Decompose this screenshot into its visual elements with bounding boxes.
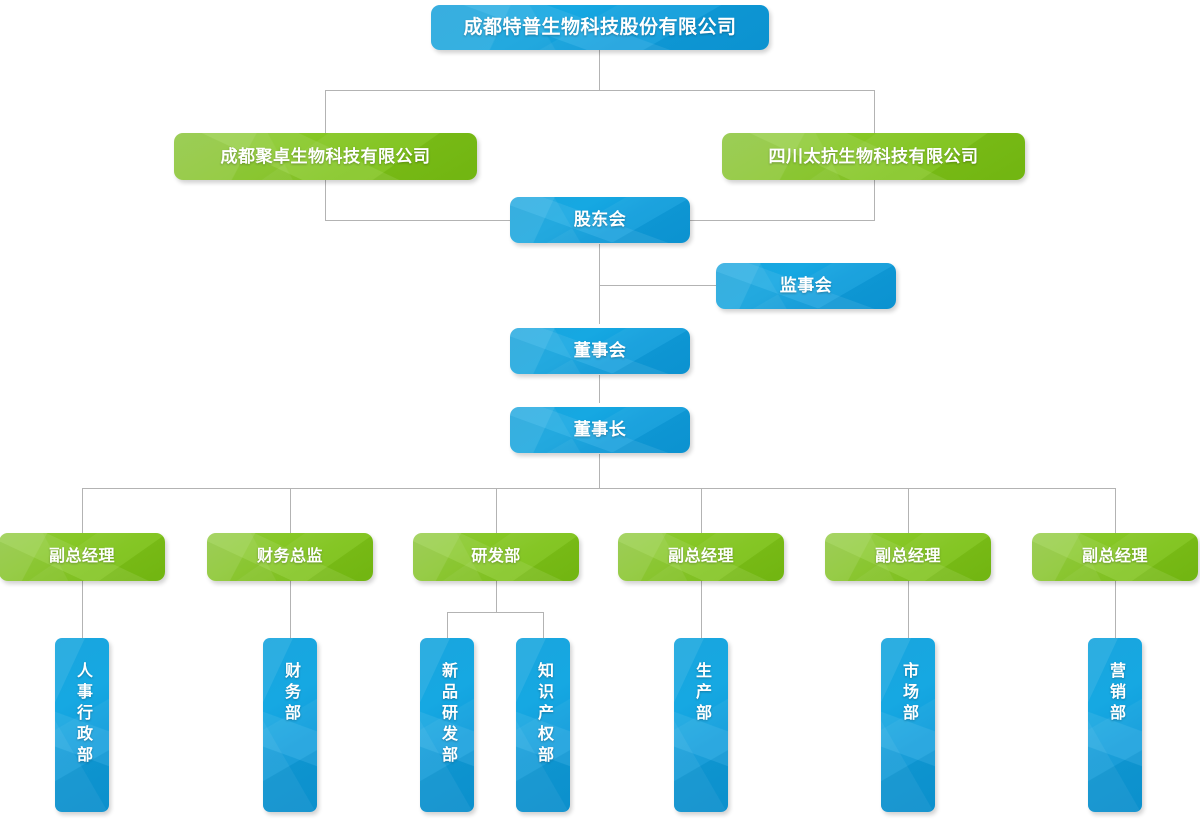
node-label: 营销部 bbox=[1107, 662, 1124, 725]
node-label: 副总经理 bbox=[1081, 548, 1148, 565]
node-label: 副总经理 bbox=[874, 548, 941, 565]
node-department-finance[interactable]: 财务部 bbox=[263, 638, 317, 812]
node-label: 副总经理 bbox=[667, 548, 734, 565]
node-label: 市场部 bbox=[900, 662, 917, 725]
connector-exec-drop-0 bbox=[82, 488, 83, 533]
node-department-production[interactable]: 生产部 bbox=[674, 638, 728, 812]
node-board-of-directors[interactable]: 董事会 bbox=[510, 328, 690, 374]
node-executive-deputy-gm-4[interactable]: 副总经理 bbox=[1032, 533, 1198, 581]
node-board-of-supervisors[interactable]: 监事会 bbox=[716, 263, 896, 309]
connector-exec-drop-4 bbox=[908, 488, 909, 533]
connector-board-chairman bbox=[599, 375, 600, 403]
connector-exec-drop-1 bbox=[290, 488, 291, 533]
connector-root-down bbox=[599, 50, 600, 90]
node-label: 人事行政部 bbox=[74, 662, 91, 767]
node-label: 知识产权部 bbox=[535, 662, 552, 767]
connector-chairman-down bbox=[599, 454, 600, 488]
connector-dept-drop-market bbox=[908, 581, 909, 638]
node-executive-deputy-gm-1[interactable]: 副总经理 bbox=[0, 533, 165, 581]
node-department-new-product-rd[interactable]: 新品研发部 bbox=[420, 638, 474, 812]
connector-subsidiary-bus bbox=[325, 90, 875, 91]
node-chairman[interactable]: 董事长 bbox=[510, 407, 690, 453]
node-executive-rd-department[interactable]: 研发部 bbox=[413, 533, 579, 581]
connector-shareholders-left bbox=[325, 220, 511, 221]
node-label: 生产部 bbox=[693, 662, 710, 725]
node-label: 财务部 bbox=[282, 662, 299, 725]
connector-rd-bus bbox=[447, 612, 543, 613]
node-executive-deputy-gm-3[interactable]: 副总经理 bbox=[825, 533, 991, 581]
connector-rd-drop-new-product bbox=[447, 612, 448, 638]
connector-dept-drop-finance bbox=[290, 581, 291, 638]
connector-exec-drop-5 bbox=[1115, 488, 1116, 533]
connector-dept-drop-hr bbox=[82, 581, 83, 638]
node-department-market[interactable]: 市场部 bbox=[881, 638, 935, 812]
node-label: 研发部 bbox=[471, 548, 521, 565]
connector-shareholders-down bbox=[599, 244, 600, 324]
node-label: 成都特普生物科技股份有限公司 bbox=[463, 16, 737, 38]
node-department-sales[interactable]: 营销部 bbox=[1088, 638, 1142, 812]
connector-dept-drop-sales bbox=[1115, 581, 1116, 638]
node-label: 成都聚卓生物科技有限公司 bbox=[220, 146, 431, 166]
node-label: 副总经理 bbox=[48, 548, 115, 565]
connector-rd-stem bbox=[496, 581, 497, 612]
connector-shareholders-right bbox=[690, 220, 875, 221]
connector-dept-drop-production bbox=[701, 581, 702, 638]
node-label: 四川太抗生物科技有限公司 bbox=[768, 146, 979, 166]
node-department-intellectual-property[interactable]: 知识产权部 bbox=[516, 638, 570, 812]
connector-executive-bus bbox=[82, 488, 1116, 489]
node-label: 董事会 bbox=[573, 341, 627, 361]
node-label: 新品研发部 bbox=[439, 662, 456, 767]
node-subsidiary-left[interactable]: 成都聚卓生物科技有限公司 bbox=[174, 133, 477, 180]
node-root-company[interactable]: 成都特普生物科技股份有限公司 bbox=[431, 5, 769, 50]
connector-supervisors-branch bbox=[599, 285, 716, 286]
node-executive-cfo[interactable]: 财务总监 bbox=[207, 533, 373, 581]
node-executive-deputy-gm-2[interactable]: 副总经理 bbox=[618, 533, 784, 581]
connector-rd-drop-ip bbox=[543, 612, 544, 638]
node-subsidiary-right[interactable]: 四川太抗生物科技有限公司 bbox=[722, 133, 1025, 180]
node-department-hr-admin[interactable]: 人事行政部 bbox=[55, 638, 109, 812]
node-label: 股东会 bbox=[573, 210, 627, 230]
connector-exec-drop-2 bbox=[496, 488, 497, 533]
node-shareholders-meeting[interactable]: 股东会 bbox=[510, 197, 690, 243]
node-label: 财务总监 bbox=[256, 548, 323, 565]
connector-exec-drop-3 bbox=[701, 488, 702, 533]
node-label: 监事会 bbox=[779, 276, 833, 296]
node-label: 董事长 bbox=[573, 420, 627, 440]
